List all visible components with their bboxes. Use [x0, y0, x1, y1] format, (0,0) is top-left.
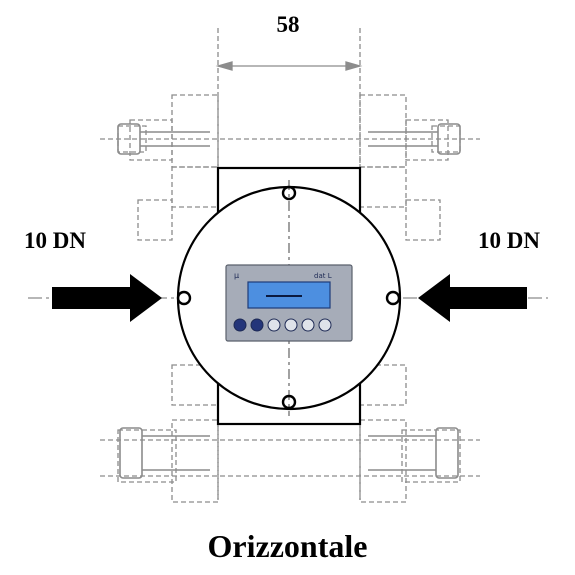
display-button-3[interactable]: [267, 318, 281, 332]
display-button-5[interactable]: [301, 318, 315, 332]
housing-screws: [176, 185, 401, 410]
orientation-caption: Orizzontale: [207, 528, 368, 564]
display-button-2[interactable]: [250, 318, 264, 332]
display-button-6[interactable]: [318, 318, 332, 332]
display-button-4[interactable]: [284, 318, 298, 332]
bolt-outlines: [117, 123, 461, 479]
display-button-1[interactable]: [233, 318, 247, 332]
display-buttons: [233, 318, 332, 332]
flow-arrow-right: [418, 274, 527, 322]
flow-arrow-left: [52, 274, 162, 322]
inlet-right-label: 10 DN: [478, 228, 540, 253]
dimension-indicator: [215, 61, 363, 71]
display-module: µ dat L: [225, 264, 353, 342]
inlet-left-label: 10 DN: [24, 228, 86, 253]
display-top-right-mark: dat L: [314, 272, 332, 280]
display-top-left-mark: µ: [234, 271, 239, 280]
dimension-label: 58: [276, 12, 300, 37]
pipe-flange-assembly: [100, 28, 480, 503]
